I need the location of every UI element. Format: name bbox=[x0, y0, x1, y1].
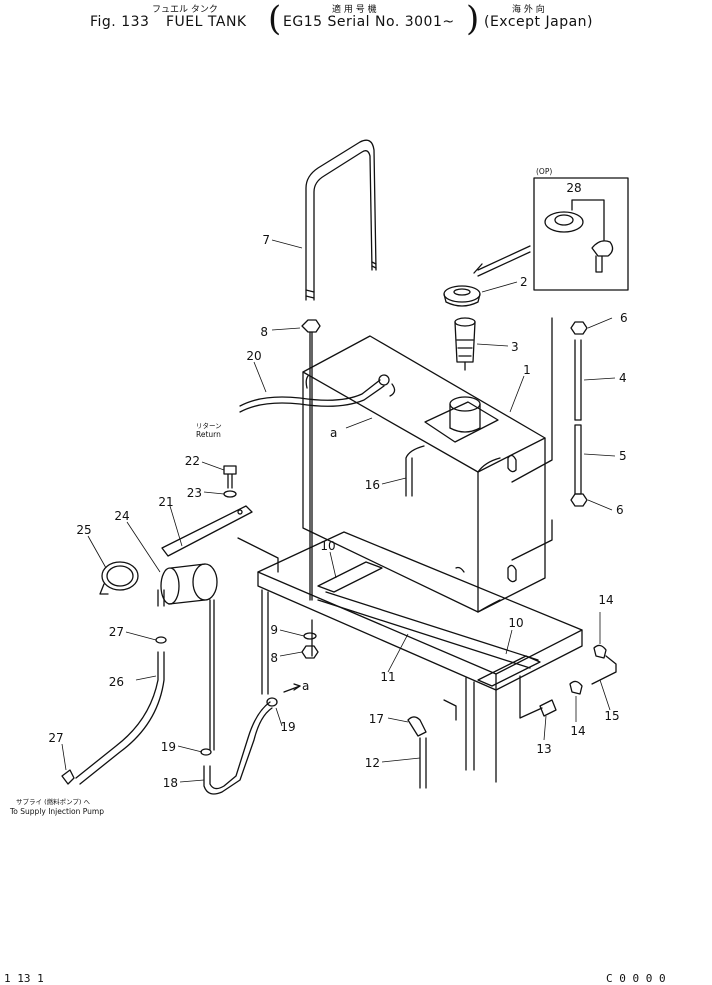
supply-label: To Supply Injection Pump bbox=[9, 807, 104, 816]
leader-lines bbox=[61, 239, 616, 783]
callout-16: 16 bbox=[365, 478, 380, 492]
callout-11: 11 bbox=[380, 670, 395, 684]
level-gauge bbox=[511, 317, 588, 561]
return-jp: リターン bbox=[196, 421, 222, 430]
return-hose bbox=[239, 374, 396, 413]
ref-a-hose: a bbox=[302, 679, 309, 693]
callout-17: 17 bbox=[369, 712, 384, 726]
callout-12: 12 bbox=[365, 756, 380, 770]
callout-19: 19 bbox=[161, 740, 176, 754]
callout-27: 27 bbox=[48, 731, 63, 745]
fuel-tank bbox=[302, 335, 546, 613]
callout-25: 25 bbox=[76, 523, 91, 537]
key bbox=[591, 240, 614, 257]
callout-27: 27 bbox=[109, 625, 124, 639]
callout-5: 5 bbox=[619, 449, 627, 463]
paren-right: ) bbox=[466, 0, 480, 39]
callout-10: 10 bbox=[508, 616, 523, 630]
title-jp: フュエル タンク bbox=[152, 5, 218, 15]
option-box bbox=[533, 177, 629, 291]
filler-cap bbox=[443, 285, 481, 307]
callout-7: 7 bbox=[262, 233, 270, 247]
region-jp: 海 外 向 bbox=[512, 5, 545, 15]
washer bbox=[223, 490, 237, 498]
callout-1: 1 bbox=[523, 363, 531, 377]
callout-6: 6 bbox=[616, 503, 624, 517]
footer-left: 1 13 1 bbox=[4, 972, 44, 985]
callout-3: 3 bbox=[511, 340, 519, 354]
callout-6: 6 bbox=[620, 311, 628, 325]
region-label: (Except Japan) bbox=[484, 14, 593, 30]
locking-cap bbox=[544, 211, 584, 233]
serial-jp: 適 用 号 機 bbox=[332, 5, 377, 15]
callout-2: 2 bbox=[520, 275, 528, 289]
return-label: Return bbox=[196, 430, 221, 439]
supply-hose bbox=[61, 636, 167, 785]
paren-left: ( bbox=[268, 0, 282, 39]
callout-4: 4 bbox=[619, 371, 627, 385]
callout-24: 24 bbox=[114, 509, 129, 523]
hose-clamp bbox=[99, 561, 139, 595]
option-arrow bbox=[473, 245, 531, 277]
callout-23: 23 bbox=[187, 486, 202, 500]
callout-13: 13 bbox=[536, 742, 551, 756]
callout-9: 9 bbox=[270, 623, 278, 637]
callout-8: 8 bbox=[260, 325, 268, 339]
nut-lower bbox=[301, 645, 319, 659]
callout-22: 22 bbox=[185, 454, 200, 468]
bracket bbox=[161, 505, 253, 557]
strainer bbox=[454, 317, 476, 371]
fuel-filter bbox=[157, 563, 218, 751]
page-title: FUEL TANK bbox=[166, 14, 247, 30]
callout-20: 20 bbox=[246, 349, 261, 363]
lower-hose bbox=[200, 697, 278, 795]
callout-10: 10 bbox=[320, 539, 335, 553]
nut-top bbox=[301, 319, 321, 333]
callout-14: 14 bbox=[598, 593, 613, 607]
callout-28: 28 bbox=[566, 181, 581, 195]
supply-jp: サプライ (燃料ポンプ) へ bbox=[16, 797, 91, 806]
fig-number: Fig. 133 bbox=[90, 14, 150, 30]
washer-lower bbox=[303, 632, 317, 640]
callout-26: 26 bbox=[109, 675, 124, 689]
tank-strap bbox=[305, 139, 377, 601]
callout-18: 18 bbox=[163, 776, 178, 790]
callout-15: 15 bbox=[604, 709, 619, 723]
callout-8: 8 bbox=[270, 651, 278, 665]
frame bbox=[257, 531, 617, 789]
callout-19: 19 bbox=[280, 720, 295, 734]
bolt bbox=[223, 465, 237, 489]
option-label: (OP) bbox=[536, 167, 552, 176]
callout-14: 14 bbox=[570, 724, 585, 738]
vent-hose bbox=[405, 445, 425, 497]
callout-21: 21 bbox=[158, 495, 173, 509]
serial-range: EG15 Serial No. 3001~ bbox=[283, 14, 455, 30]
footer-right: C 0 0 0 0 bbox=[606, 972, 666, 985]
ref-a-tank: a bbox=[330, 426, 337, 440]
